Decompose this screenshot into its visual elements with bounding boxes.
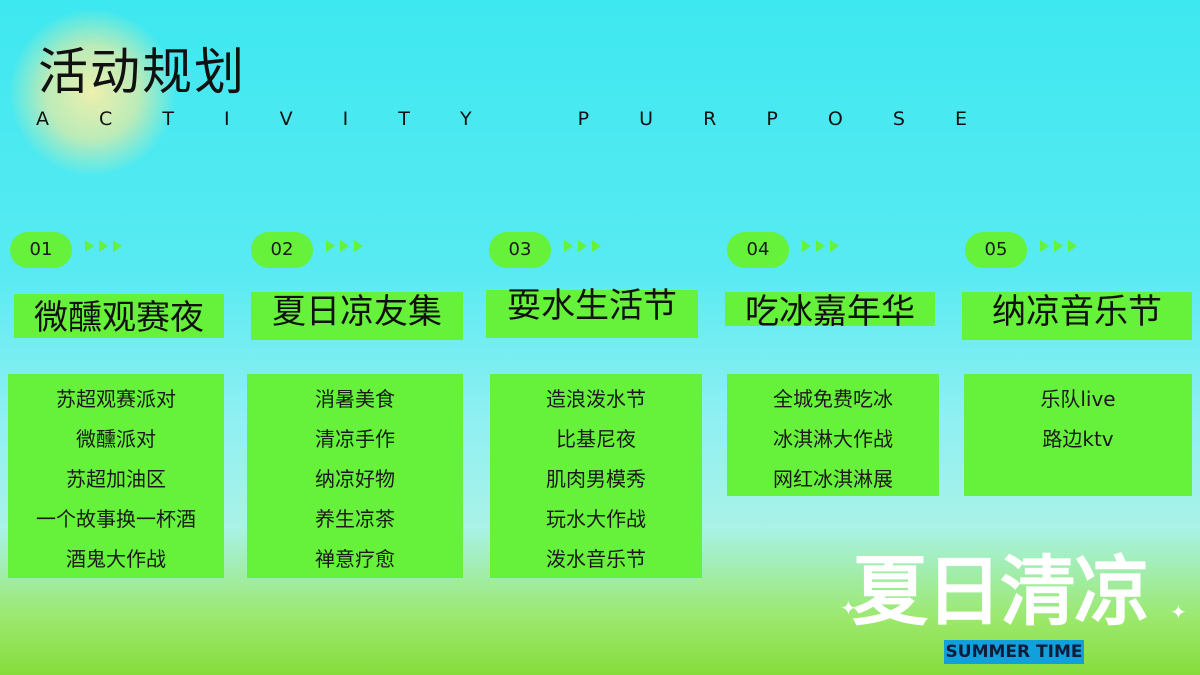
list-item: 纳凉好物 [315, 467, 395, 491]
activity-list: 造浪泼水节 比基尼夜 肌肉男模秀 玩水大作战 泼水音乐节 [490, 374, 702, 578]
list-item: 路边ktv [1042, 427, 1114, 451]
sparkle-icon: ✦ [1170, 600, 1187, 624]
activity-name-box: 吃冰嘉年华 [725, 292, 935, 332]
arrow-right-icon [85, 240, 122, 252]
activity-number-badge: 02 [251, 232, 313, 268]
activity-name: 耍水生活节 [507, 286, 677, 326]
activity-name: 纳凉音乐节 [992, 292, 1162, 332]
logo-main-text: 夏日清凉 [852, 547, 1150, 636]
sparkle-icon: ✦ [840, 596, 857, 620]
list-item: 全城免费吃冰 [773, 387, 893, 411]
activity-number-badge: 05 [965, 232, 1027, 268]
activity-name-box: 夏日凉友集 [251, 292, 463, 340]
activity-list: 乐队live 路边ktv [964, 374, 1192, 496]
activity-number-badge: 04 [727, 232, 789, 268]
activity-name: 微醺观赛夜 [34, 298, 204, 338]
list-item: 泼水音乐节 [546, 547, 646, 571]
list-item: 养生凉茶 [315, 507, 395, 531]
list-item: 一个故事换一杯酒 [36, 507, 196, 531]
activity-list: 苏超观赛派对 微醺派对 苏超加油区 一个故事换一杯酒 酒鬼大作战 [8, 374, 224, 578]
list-item: 微醺派对 [76, 427, 156, 451]
activity-number-badge: 01 [10, 232, 72, 268]
activity-list: 消暑美食 清凉手作 纳凉好物 养生凉茶 禅意疗愈 [247, 374, 463, 578]
activity-name-box: 耍水生活节 [486, 286, 698, 338]
list-item: 禅意疗愈 [315, 547, 395, 571]
activity-name: 吃冰嘉年华 [745, 292, 915, 332]
activity-number-badge: 03 [489, 232, 551, 268]
list-item: 苏超观赛派对 [56, 387, 176, 411]
list-item: 造浪泼水节 [546, 387, 646, 411]
list-item: 乐队live [1040, 387, 1116, 411]
list-item: 苏超加油区 [66, 467, 166, 491]
list-item: 肌肉男模秀 [546, 467, 646, 491]
list-item: 消暑美食 [315, 387, 395, 411]
title-glow-decoration [10, 10, 175, 175]
activity-name: 夏日凉友集 [272, 292, 442, 332]
activity-name-box: 纳凉音乐节 [962, 292, 1192, 340]
arrow-right-icon [326, 240, 363, 252]
activity-list: 全城免费吃冰 冰淇淋大作战 网红冰淇淋展 [727, 374, 939, 496]
arrow-right-icon [802, 240, 839, 252]
list-item: 清凉手作 [315, 427, 395, 451]
list-item: 玩水大作战 [546, 507, 646, 531]
arrow-right-icon [564, 240, 601, 252]
summer-time-logo: ✦ ✦ 夏日清凉 SUMMER TIME [840, 540, 1190, 670]
list-item: 比基尼夜 [556, 427, 636, 451]
page-title: 活动规划 [38, 43, 246, 101]
page-subtitle: A C T I V I T Y P U R P O S E [36, 108, 989, 130]
arrow-right-icon [1040, 240, 1077, 252]
list-item: 网红冰淇淋展 [773, 467, 893, 491]
activity-name-box: 微醺观赛夜 [14, 294, 224, 338]
list-item: 酒鬼大作战 [66, 547, 166, 571]
logo-badge: SUMMER TIME [944, 640, 1084, 664]
list-item: 冰淇淋大作战 [773, 427, 893, 451]
